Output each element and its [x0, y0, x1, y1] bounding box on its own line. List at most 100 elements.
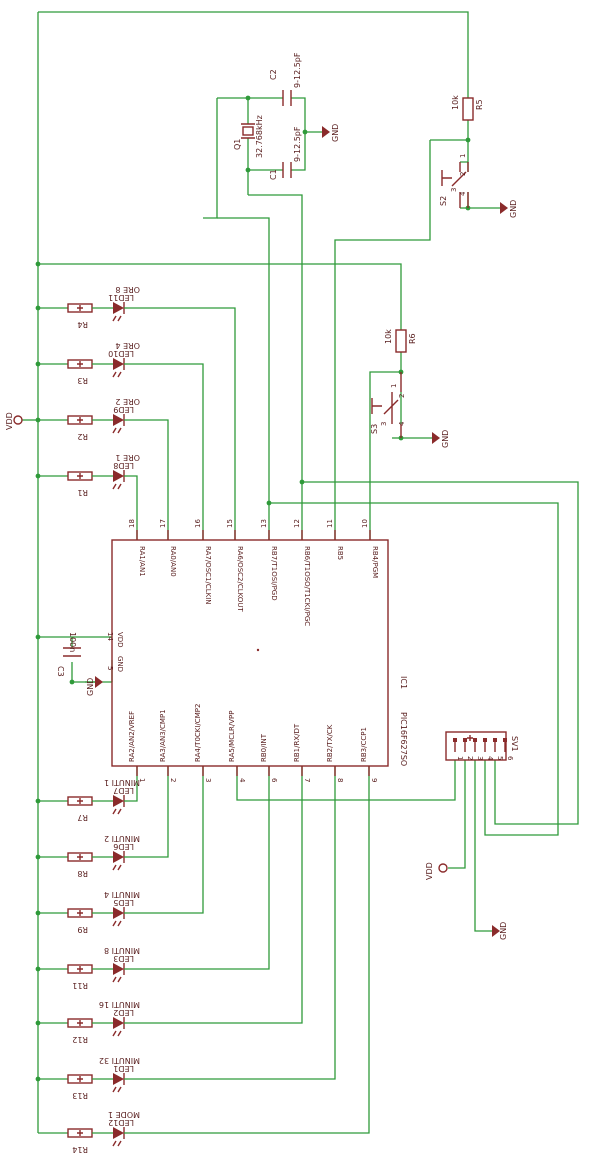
resistor-name: R9	[77, 925, 88, 934]
capacitor-c1: C1 9-12.5pF	[269, 126, 302, 180]
pin-number: 5	[106, 666, 114, 670]
r6-name: R6	[408, 333, 417, 344]
pin-label: RA1/AN1	[138, 546, 146, 577]
r5-name: R5	[475, 99, 484, 110]
c1-name: C1	[269, 169, 278, 180]
resistor-name: R13	[72, 1091, 88, 1100]
sv1-name: SV1	[510, 736, 519, 752]
switch-s3: 1 2 3 4 S3	[370, 372, 406, 438]
resistor-name: R8	[77, 869, 88, 878]
switch-s2: 1 2 3 4 S2	[439, 154, 469, 208]
pin-label: RB6/T1OSO/T1CKI/PGC	[303, 546, 311, 626]
pin-number: 10	[361, 519, 369, 528]
ic-pin-labels: 18RA1/AN117RA0/AN016RA7/OSC1/CLKIN15RA6/…	[106, 519, 379, 783]
gnd-symbol-s2: GND	[500, 200, 518, 218]
crystal-value: 32.768kHz	[255, 115, 264, 158]
led-caption: ORE 4	[115, 341, 140, 350]
gnd-label-s2: GND	[509, 200, 518, 218]
vdd-symbol-left: VDD	[5, 412, 23, 430]
s3-pin-3: 3	[380, 422, 388, 426]
led-name: LED5	[113, 898, 134, 907]
c3-value: 100n	[68, 632, 77, 652]
header-pin-number: 5	[496, 756, 504, 760]
pin-number: 16	[194, 519, 202, 528]
s2-pin-4: 4	[459, 191, 467, 196]
pin-number: 7	[303, 778, 311, 782]
led-caption: MINUTI 8	[104, 946, 140, 955]
pin-number: 1	[138, 778, 146, 782]
pin-label: RB5	[336, 546, 344, 560]
junctions	[35, 95, 471, 1082]
gnd-symbol-crystal: GND	[322, 124, 340, 142]
pin-number: 3	[204, 778, 212, 782]
pin-number: 8	[336, 778, 344, 782]
c3-name: C3	[56, 666, 65, 677]
resistor-name: R4	[77, 320, 88, 329]
pin-label: RB7/T1OSI/PGD	[270, 546, 278, 601]
pin-label: RA5/MCLR/VPP	[228, 711, 236, 762]
pin-label: RA4/T0CKI/CMP2	[194, 704, 202, 762]
gnd-label-ic: GND	[86, 678, 95, 696]
vdd-label-header: VDD	[425, 862, 434, 880]
header-pin-number: 3	[476, 756, 484, 760]
led-name: LED6	[113, 842, 134, 851]
pin-number: 4	[238, 778, 246, 783]
vdd-label-left: VDD	[5, 412, 14, 430]
resistor-r6: 10k R6	[384, 329, 417, 353]
led-name: LED8	[113, 461, 134, 470]
pin-label: VDD	[116, 632, 124, 648]
gnd-label-crystal: GND	[331, 124, 340, 142]
ic-name: IC1	[399, 676, 408, 689]
s3-pin-4: 4	[398, 421, 406, 426]
vdd-symbol-header: VDD	[425, 862, 448, 880]
capacitor-c2: C2 9-12.5pF	[269, 52, 302, 106]
resistor-name: R12	[72, 1035, 88, 1044]
led-name: LED12	[108, 1118, 134, 1127]
led-caption: MINUTI 32	[99, 1056, 140, 1065]
ic-chip: IC1 PIC16F627SO	[111, 530, 408, 776]
pin-number: 2	[169, 778, 177, 782]
pin-number: 15	[226, 519, 234, 528]
c1-value: 9-12.5pF	[293, 126, 302, 162]
pin-label: RB3/CCP1	[360, 727, 368, 762]
led-caption: MODE 1	[108, 1110, 140, 1119]
c2-name: C2	[269, 69, 278, 80]
led-name: LED11	[108, 293, 134, 302]
wires	[22, 11, 579, 1134]
pin-label: RB4/PGM	[371, 546, 379, 578]
crystal-q1: Q1 32.768kHz	[233, 115, 264, 158]
resistor-name: R11	[72, 981, 88, 990]
s2-pin-2: 2	[459, 172, 467, 176]
ic-part: PIC16F627SO	[399, 712, 408, 766]
led-caption: ORE 8	[115, 285, 140, 294]
pin-label: RB2/TX/CK	[326, 724, 334, 762]
gnd-label-header: GND	[499, 922, 508, 940]
led-name: LED2	[113, 1008, 134, 1017]
led-caption: MINUTI 2	[104, 834, 140, 843]
resistor-name: R1	[77, 488, 88, 497]
c2-value: 9-12.5pF	[293, 52, 302, 88]
pin-number: 17	[159, 519, 167, 528]
capacitor-c3: 100n C3	[56, 632, 81, 677]
pin-number: 11	[326, 519, 334, 528]
pin-label: RB0/INT	[260, 733, 268, 762]
resistor-name: R2	[77, 432, 88, 441]
resistor-name: R14	[72, 1145, 88, 1154]
header-pin-number: 2	[466, 756, 474, 760]
gnd-symbol-header: GND	[492, 922, 508, 940]
gnd-symbol-ic: GND	[86, 676, 103, 696]
led-name: LED9	[113, 405, 134, 414]
s2-pin-3: 3	[450, 188, 458, 192]
pin-number: 13	[260, 519, 268, 528]
s2-pin-1: 1	[459, 154, 467, 158]
gnd-symbol-s3: GND	[432, 430, 450, 448]
r6-value: 10k	[384, 329, 393, 344]
